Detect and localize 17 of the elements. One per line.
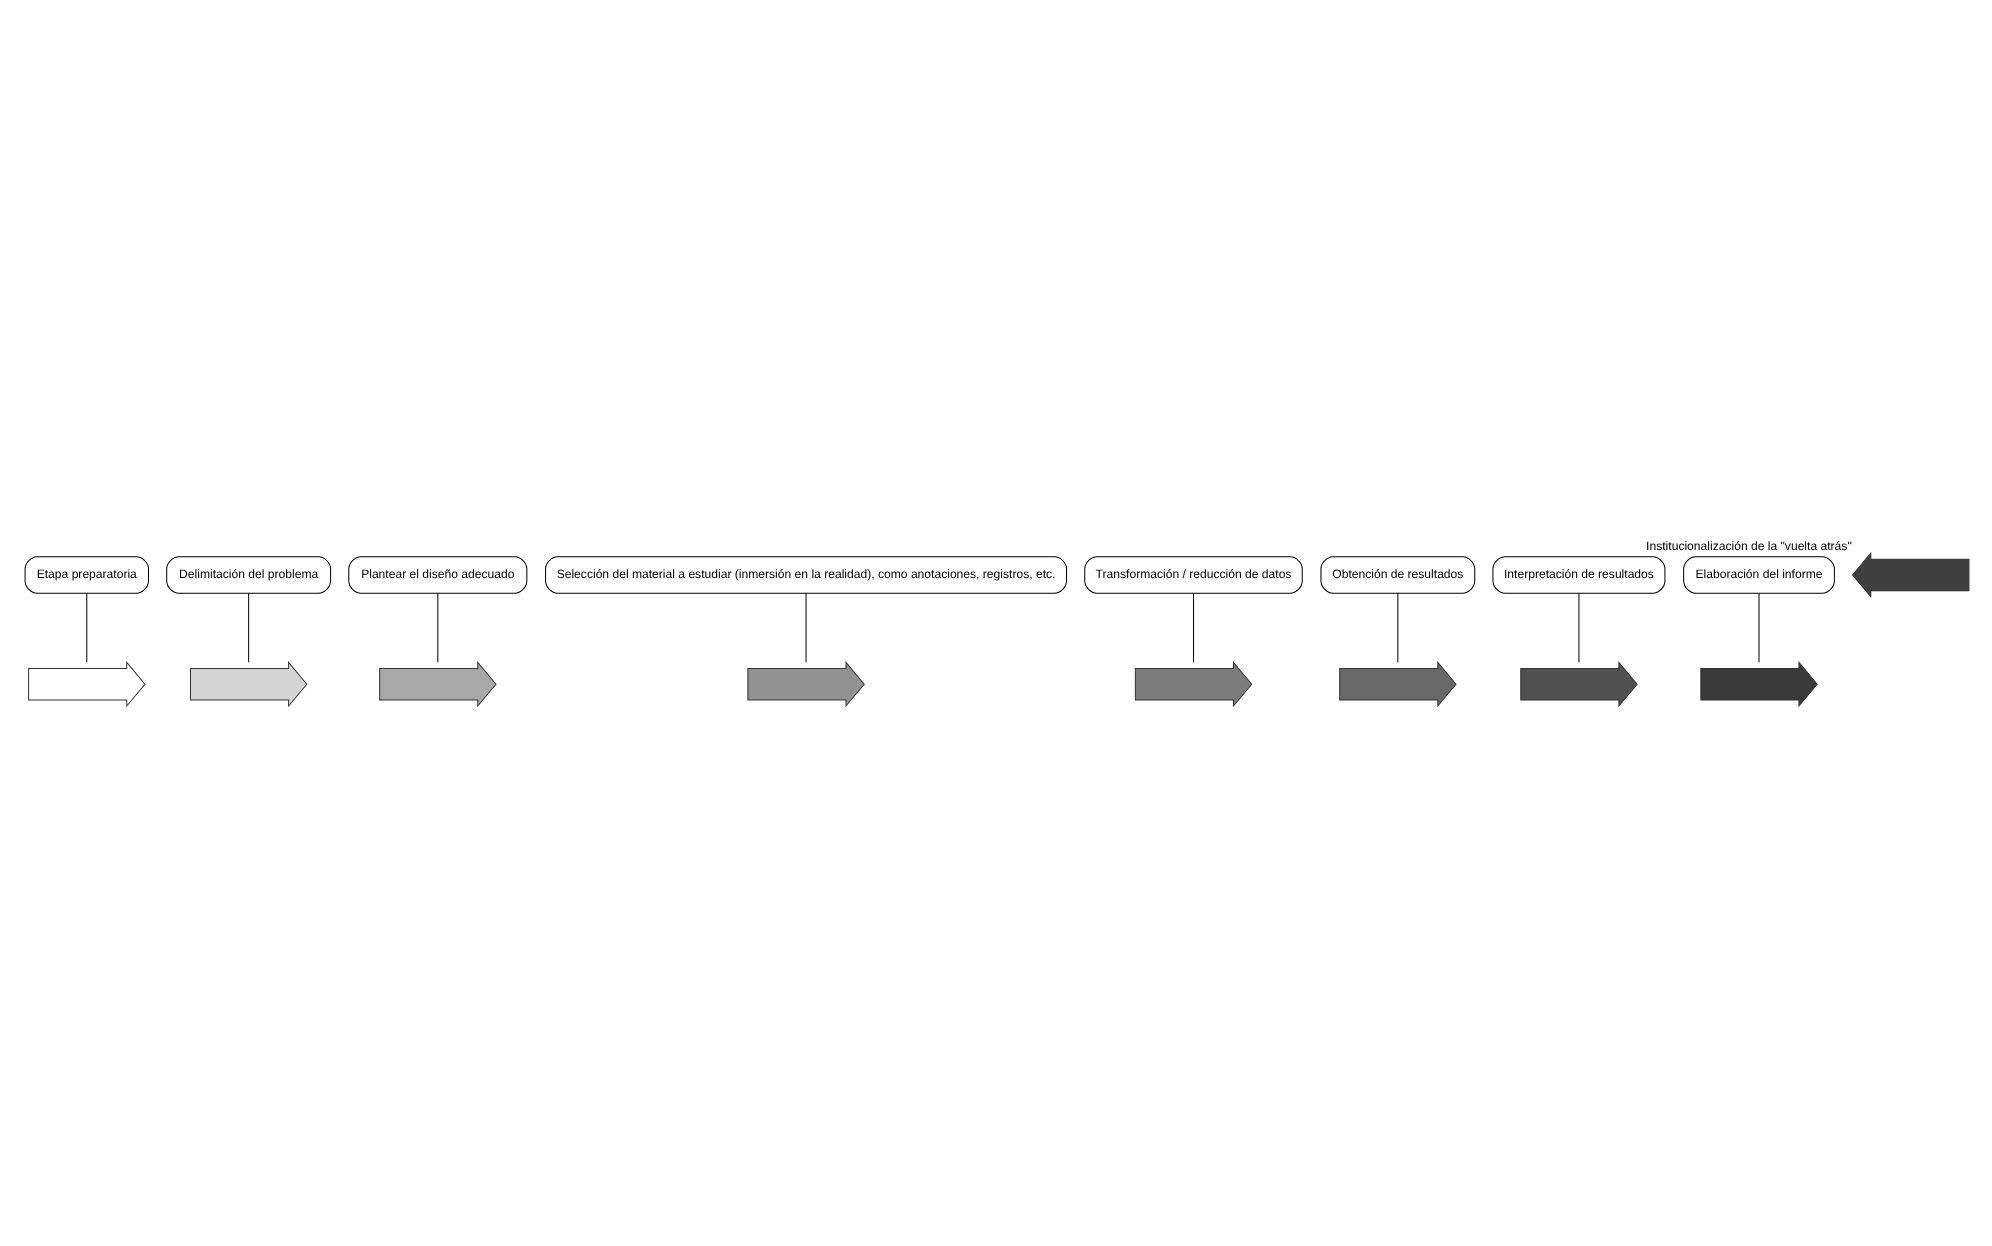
node-arrow: [1699, 661, 1817, 708]
node-arrow: [1338, 661, 1456, 708]
node-arrow: [378, 661, 496, 708]
node-arrow: [188, 661, 307, 708]
node-arrow: [27, 661, 145, 708]
connector: [436, 592, 438, 663]
connector: [247, 592, 249, 663]
connector: [804, 592, 806, 663]
connector: [1757, 592, 1759, 663]
connector: [1396, 592, 1398, 663]
node-arrow: [746, 661, 864, 708]
connector: [85, 592, 87, 663]
connector: [1577, 592, 1579, 663]
node-arrow: [1519, 661, 1637, 708]
node-arrow: [1133, 661, 1252, 708]
connector: [1192, 592, 1193, 663]
node-arrow: [1850, 551, 1969, 599]
